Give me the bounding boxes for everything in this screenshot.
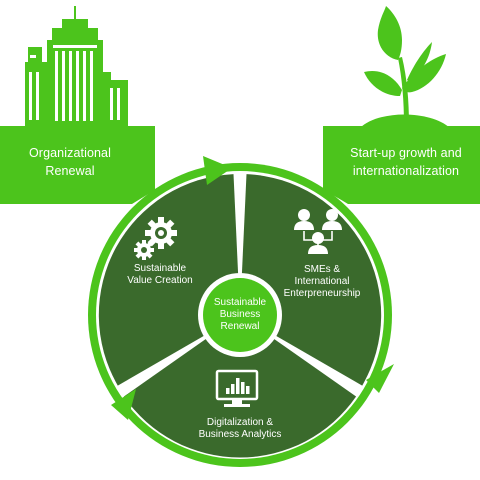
gears-icon [134,217,177,260]
center-line: Sustainable [213,297,267,308]
digitalization-line: Business Analytics [198,429,282,440]
organizational-renewal-label: Organizational Renewal [6,144,134,180]
value-creation-line: Value Creation [127,275,193,286]
smes-line: International [294,276,350,287]
organizational-renewal-line: Renewal [45,164,95,178]
center-line: Business [219,309,261,320]
center-label: Sustainable Business Renewal [200,297,280,333]
smes-line: SMEs & [303,264,341,275]
digitalization-line: Digitalization & [206,417,274,428]
organizational-renewal-box [0,126,155,204]
monitor-chart-icon [215,369,259,407]
segment-digitalization [123,315,357,458]
people-network-icon [294,209,342,254]
building-icon [25,6,128,126]
value-creation-label: Sustainable Value Creation [112,263,208,287]
smes-label: SMEs & International Enterpreneurship [272,264,372,300]
startup-growth-label: Start-up growth and internationalization [338,144,474,180]
organizational-renewal-line: Organizational [28,146,111,160]
startup-growth-line: internationalization [352,164,460,178]
arrow-head-top [203,156,232,185]
arrow-head-left [111,389,136,420]
arrow-head-right [366,364,394,393]
digitalization-label: Digitalization & Business Analytics [185,417,295,441]
sprout-icon [360,6,450,128]
value-creation-line: Sustainable [133,263,187,274]
startup-growth-box [323,126,480,204]
center-line: Renewal [220,321,260,332]
smes-line: Enterpreneurship [283,288,361,299]
startup-growth-line: Start-up growth and [350,146,462,160]
